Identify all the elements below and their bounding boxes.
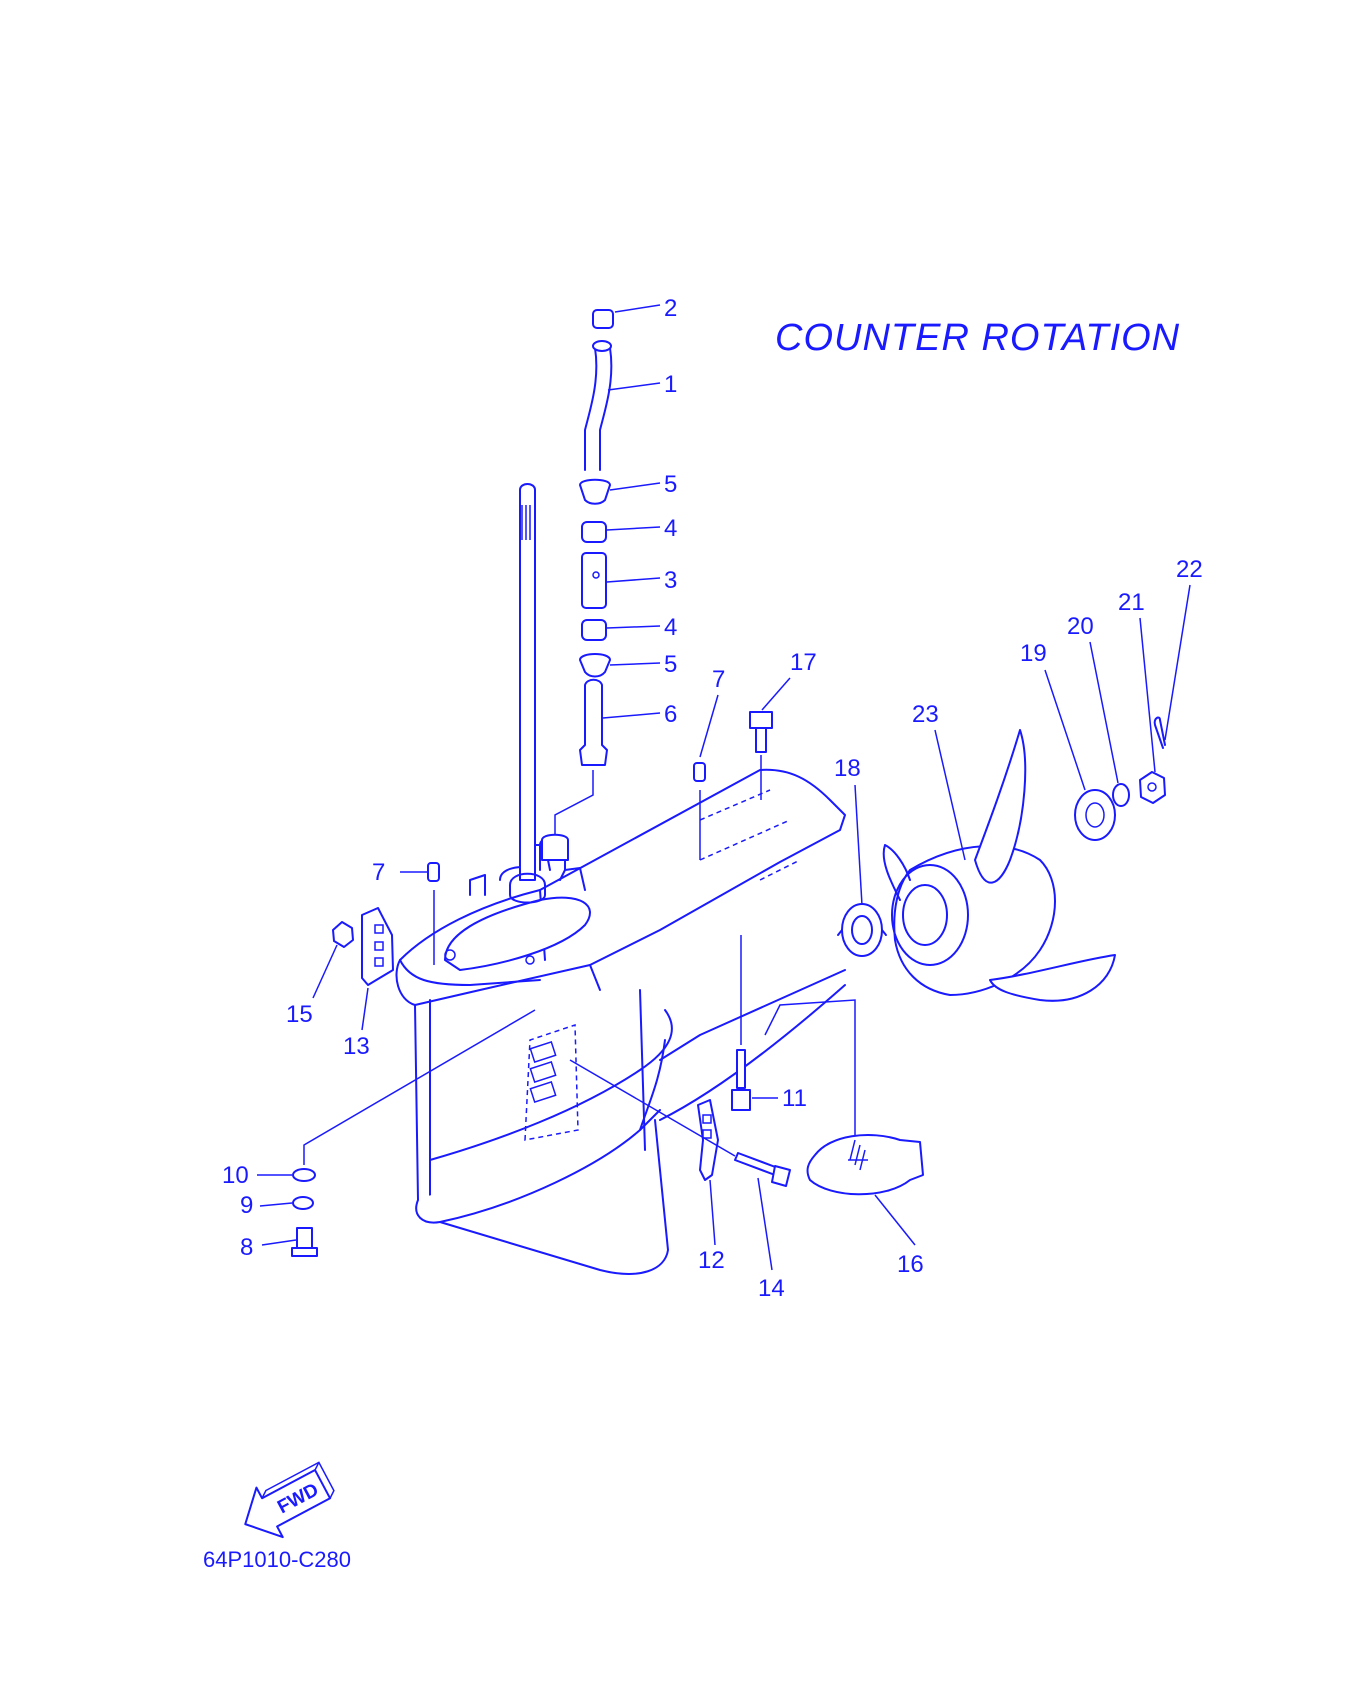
drawing-code: 64P1010-C280 xyxy=(203,1547,351,1572)
callout-5-upper: 5 xyxy=(664,471,677,498)
callout-22: 22 xyxy=(1176,556,1203,583)
callout-11: 11 xyxy=(782,1085,807,1112)
diagram-title: COUNTER ROTATION xyxy=(775,317,1180,359)
callout-5-lower: 5 xyxy=(664,651,677,678)
leader-lines xyxy=(257,304,1191,1271)
small-parts xyxy=(291,711,924,1257)
callout-18: 18 xyxy=(834,755,861,782)
callout-12: 12 xyxy=(698,1247,725,1274)
callout-14: 14 xyxy=(758,1275,785,1302)
water-tube-assembly xyxy=(541,309,614,861)
callout-9: 9 xyxy=(240,1192,253,1219)
callout-16: 16 xyxy=(897,1251,924,1278)
lower-case-housing xyxy=(395,768,846,1275)
callout-numbers: 2 1 5 4 3 4 5 6 7 17 22 21 20 19 23 18 7… xyxy=(222,295,1203,1302)
fwd-arrow-icon: FWD xyxy=(244,1461,335,1539)
callout-10: 10 xyxy=(222,1162,249,1189)
callout-7-left: 7 xyxy=(372,859,385,886)
callout-19: 19 xyxy=(1020,640,1047,667)
propeller-assembly xyxy=(837,716,1166,1002)
callout-13: 13 xyxy=(343,1033,370,1060)
callout-21: 21 xyxy=(1118,589,1145,616)
callout-4-upper: 4 xyxy=(664,515,677,542)
callout-3: 3 xyxy=(664,567,677,594)
callout-15: 15 xyxy=(286,1001,313,1028)
callout-8: 8 xyxy=(240,1234,253,1261)
callout-23: 23 xyxy=(912,701,939,728)
callout-1: 1 xyxy=(664,371,677,398)
callout-7-upper: 7 xyxy=(712,666,725,693)
callout-17: 17 xyxy=(790,649,817,676)
drive-shaft xyxy=(509,483,546,904)
callout-4-lower: 4 xyxy=(664,614,677,641)
callout-20: 20 xyxy=(1067,613,1094,640)
callout-2: 2 xyxy=(664,295,677,322)
callout-6: 6 xyxy=(664,701,677,728)
